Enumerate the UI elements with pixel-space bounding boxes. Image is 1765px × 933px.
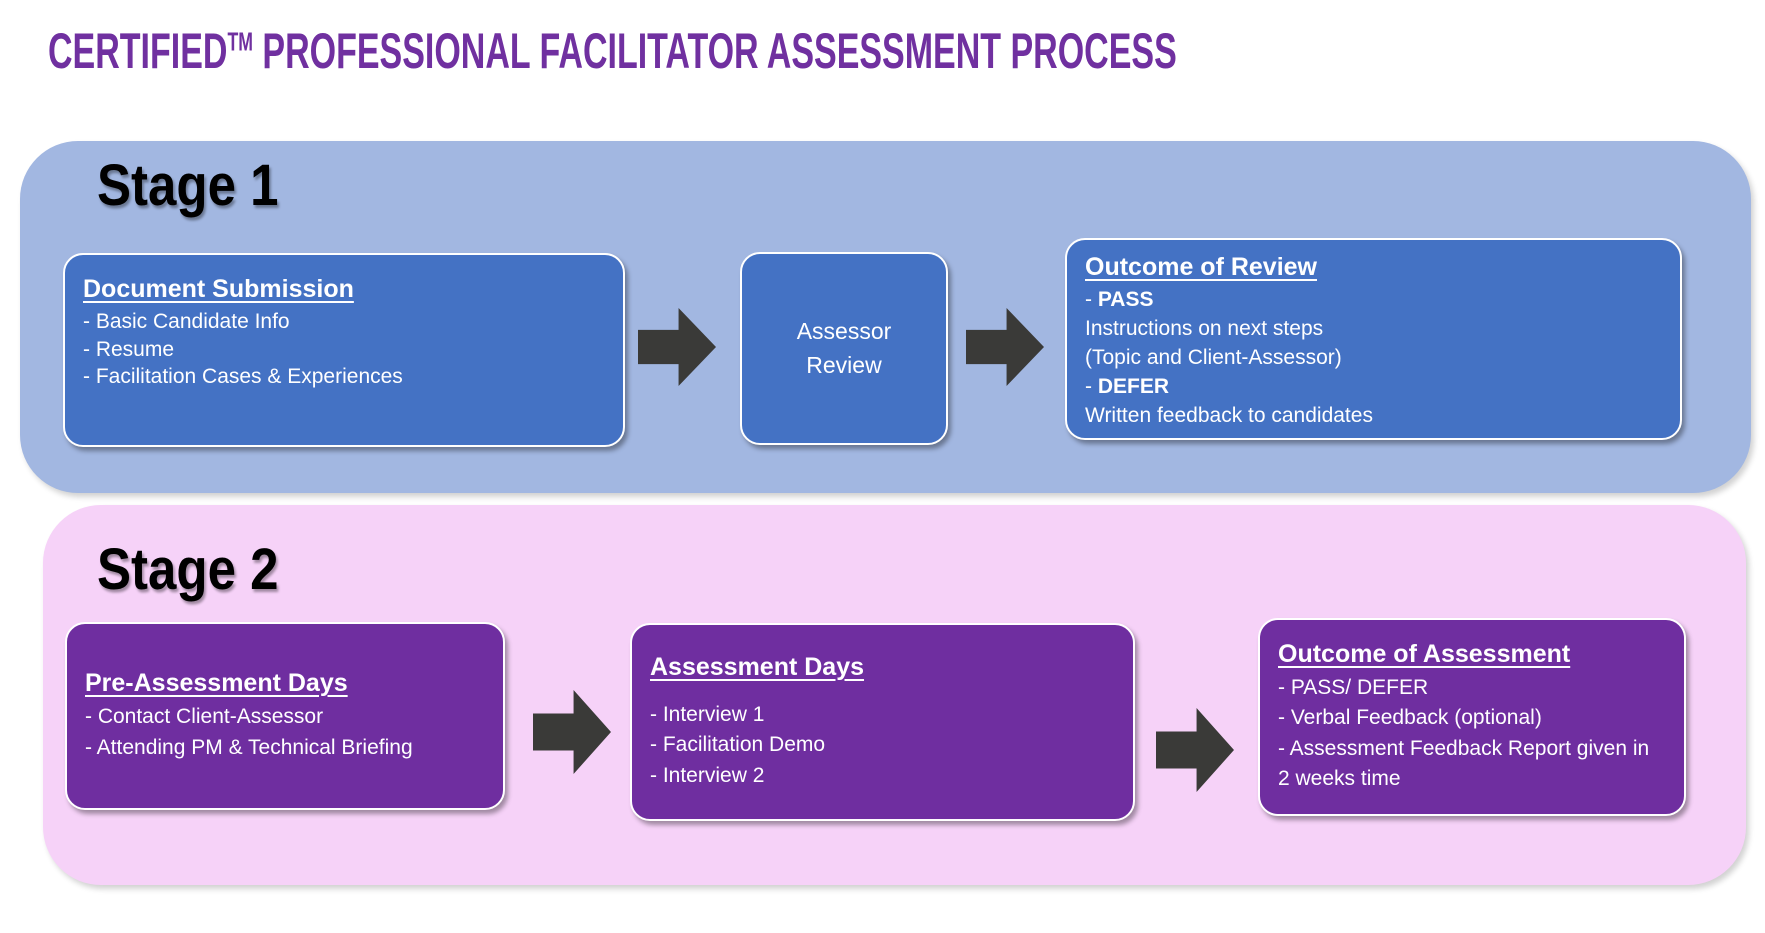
outcome-of-assessment-box: Outcome of Assessment - PASS/ DEFER - Ve… bbox=[1258, 618, 1686, 816]
list-item: - PASS/ DEFER bbox=[1278, 675, 1429, 699]
defer-label: DEFER bbox=[1097, 374, 1170, 398]
list-item: - Facilitation Cases & Experiences bbox=[83, 365, 403, 389]
list-item: - Interview 1 bbox=[650, 702, 765, 726]
page-title: CERTIFIEDTM PROFESSIONAL FACILITATOR ASS… bbox=[48, 24, 1177, 79]
list-item: - Contact Client-Assessor bbox=[85, 705, 324, 729]
document-submission-heading: Document Submission bbox=[83, 275, 354, 303]
assessor-review-box: Assessor Review bbox=[740, 252, 948, 445]
title-trademark: TM bbox=[227, 26, 253, 57]
outcome-of-assessment-heading: Outcome of Assessment bbox=[1278, 639, 1571, 668]
list-item: - Resume bbox=[83, 337, 175, 361]
list-item: Written feedback to candidates bbox=[1085, 403, 1373, 427]
assessment-days-box: Assessment Days - Interview 1 - Facilita… bbox=[630, 623, 1135, 821]
list-item: (Topic and Client-Assessor) bbox=[1085, 345, 1342, 369]
list-item: - PASS bbox=[1085, 288, 1154, 311]
list-item: - Verbal Feedback (optional) bbox=[1278, 706, 1542, 730]
pass-label: PASS bbox=[1097, 288, 1154, 311]
list-item: Instructions on next steps bbox=[1085, 316, 1324, 340]
list-item: - Basic Candidate Info bbox=[83, 310, 290, 333]
pre-assessment-days-heading: Pre-Assessment Days bbox=[85, 669, 348, 698]
stage2-label: Stage 2 bbox=[97, 537, 279, 602]
stage1-label: Stage 1 bbox=[97, 153, 279, 218]
list-item: - Attending PM & Technical Briefing bbox=[85, 735, 413, 759]
outcome-of-review-heading: Outcome of Review bbox=[1085, 253, 1317, 281]
outcome-of-review-box: Outcome of Review - PASS Instructions on… bbox=[1065, 238, 1682, 440]
list-item: - Facilitation Demo bbox=[650, 733, 826, 757]
pre-assessment-days-box: Pre-Assessment Days - Contact Client-Ass… bbox=[65, 622, 505, 810]
title-rest: PROFESSIONAL FACILITATOR ASSESSMENT PROC… bbox=[252, 23, 1177, 79]
assessor-review-label: Assessor Review bbox=[796, 318, 892, 378]
document-submission-box: Document Submission - Basic Candidate In… bbox=[63, 253, 625, 447]
list-item: - Interview 2 bbox=[650, 763, 765, 787]
list-item: - DEFER bbox=[1085, 374, 1170, 398]
assessment-days-heading: Assessment Days bbox=[650, 652, 865, 681]
list-item: - Assessment Feedback Report given in 2 … bbox=[1278, 736, 1650, 790]
title-main: CERTIFIED bbox=[48, 23, 228, 79]
